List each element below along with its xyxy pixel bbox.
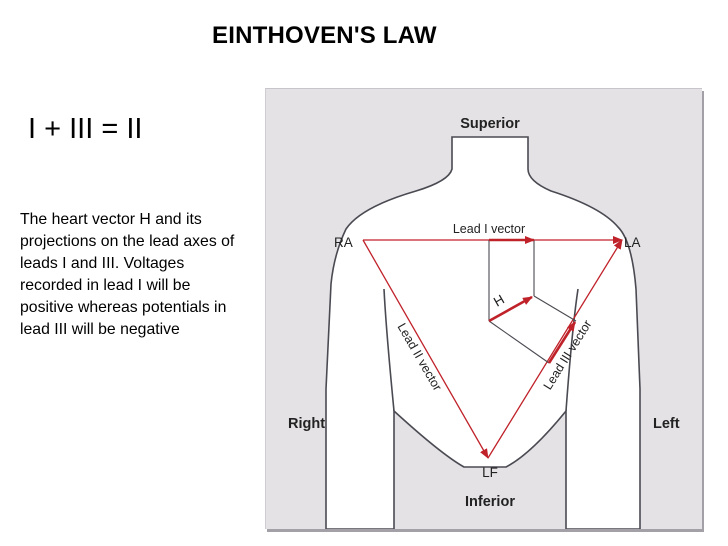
- lead-iii-line: [487, 239, 623, 459]
- label-lead-i-vector: Lead I vector: [453, 222, 525, 236]
- lead-ii-line: [362, 239, 489, 459]
- label-right: Right: [288, 416, 325, 432]
- projection-lead-iii-bottom: [488, 320, 550, 364]
- projection-lead-iii-top: [533, 295, 577, 322]
- label-superior: Superior: [460, 116, 520, 132]
- einthoven-triangle-diagram: Superior Inferior Right Left RA LA LF H …: [288, 116, 680, 529]
- heart-vector-h: [488, 295, 533, 323]
- right-arm-contour: [383, 288, 395, 412]
- einthoven-equation: I + III = II: [28, 113, 143, 145]
- lead-iii-projection-vector: [547, 321, 577, 364]
- label-left: Left: [653, 416, 680, 432]
- label-la: LA: [624, 235, 641, 250]
- slide-title: EINTHOVEN'S LAW: [212, 22, 437, 49]
- figure-description: The heart vector H and its projections o…: [20, 211, 235, 338]
- left-arm-contour: [565, 288, 579, 412]
- torso-outline: [325, 136, 641, 529]
- label-ra: RA: [334, 235, 353, 250]
- einthoven-triangle-figure: Superior Inferior Right Left RA LA LF H …: [265, 88, 702, 529]
- label-inferior: Inferior: [465, 494, 515, 510]
- label-lf: LF: [482, 465, 498, 480]
